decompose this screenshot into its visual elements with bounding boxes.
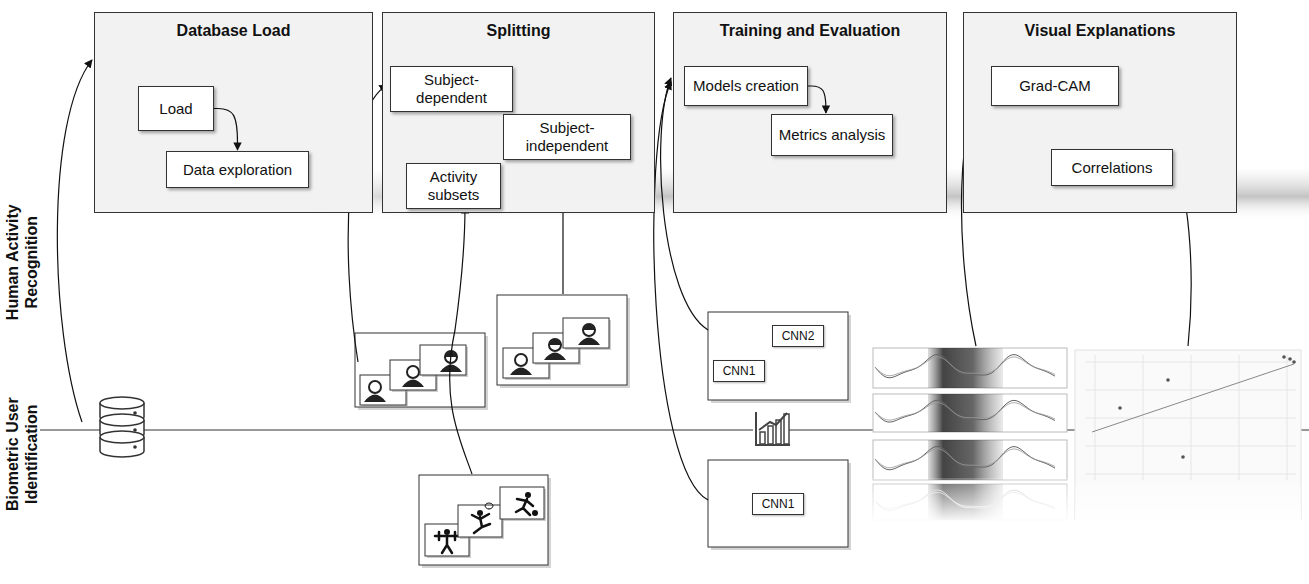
box-label: CNN1 — [723, 364, 756, 378]
box-label: Models creation — [693, 77, 799, 95]
process-box: Models creation — [684, 66, 808, 106]
process-box: Load — [138, 86, 214, 131]
process-box: CNN2 — [772, 325, 824, 347]
database-icon — [100, 397, 144, 457]
stage-panel: Training and EvaluationModels creationMe… — [673, 12, 947, 213]
arrow — [57, 60, 92, 422]
process-box: CNN1 — [752, 493, 804, 515]
gradcam-image — [870, 348, 1070, 523]
box-label: Metrics analysis — [779, 126, 886, 144]
correlation-chart — [1075, 350, 1301, 522]
row-label: Biometric User Identification — [3, 384, 41, 524]
box-label: CNN1 — [762, 497, 795, 511]
stage-panel: SplittingSubject-dependentSubject-indepe… — [382, 12, 655, 213]
icon-panel — [708, 460, 851, 550]
stage-panel: Database LoadLoadData exploration — [94, 12, 373, 213]
process-box: CNN1 — [713, 360, 765, 382]
illustrations — [100, 295, 1301, 568]
icon-panel — [419, 475, 551, 568]
box-label: Subject-independent — [510, 119, 624, 155]
box-label: CNN2 — [782, 329, 815, 343]
process-box: Activity subsets — [406, 163, 501, 209]
box-label: Grad-CAM — [1019, 77, 1091, 95]
panel-title: Visual Explanations — [964, 22, 1236, 40]
row-label: Human Activity Recognition — [3, 187, 41, 337]
process-box: Metrics analysis — [771, 114, 893, 156]
process-box: Grad-CAM — [991, 66, 1119, 106]
stage-panel: Visual ExplanationsGrad-CAM Correlations — [963, 12, 1237, 213]
icon-panel — [355, 333, 488, 410]
process-box: Data exploration — [166, 151, 309, 188]
box-label: Correlations — [1072, 159, 1153, 177]
box-label: Subject-dependent — [397, 71, 506, 107]
metrics-icon — [753, 412, 790, 446]
process-box: Subject-dependent — [390, 66, 513, 112]
box-label: Activity subsets — [413, 168, 494, 204]
panel-title: Splitting — [383, 22, 654, 40]
panel-title: Training and Evaluation — [674, 22, 946, 40]
arrow — [450, 206, 472, 474]
process-box: Correlations — [1051, 149, 1173, 186]
process-box: Subject-independent — [503, 114, 631, 160]
panel-title: Database Load — [95, 22, 372, 40]
box-label: Data exploration — [183, 161, 292, 179]
box-label: Load — [159, 100, 192, 118]
icon-panel — [708, 312, 851, 403]
icon-panel — [497, 295, 630, 388]
